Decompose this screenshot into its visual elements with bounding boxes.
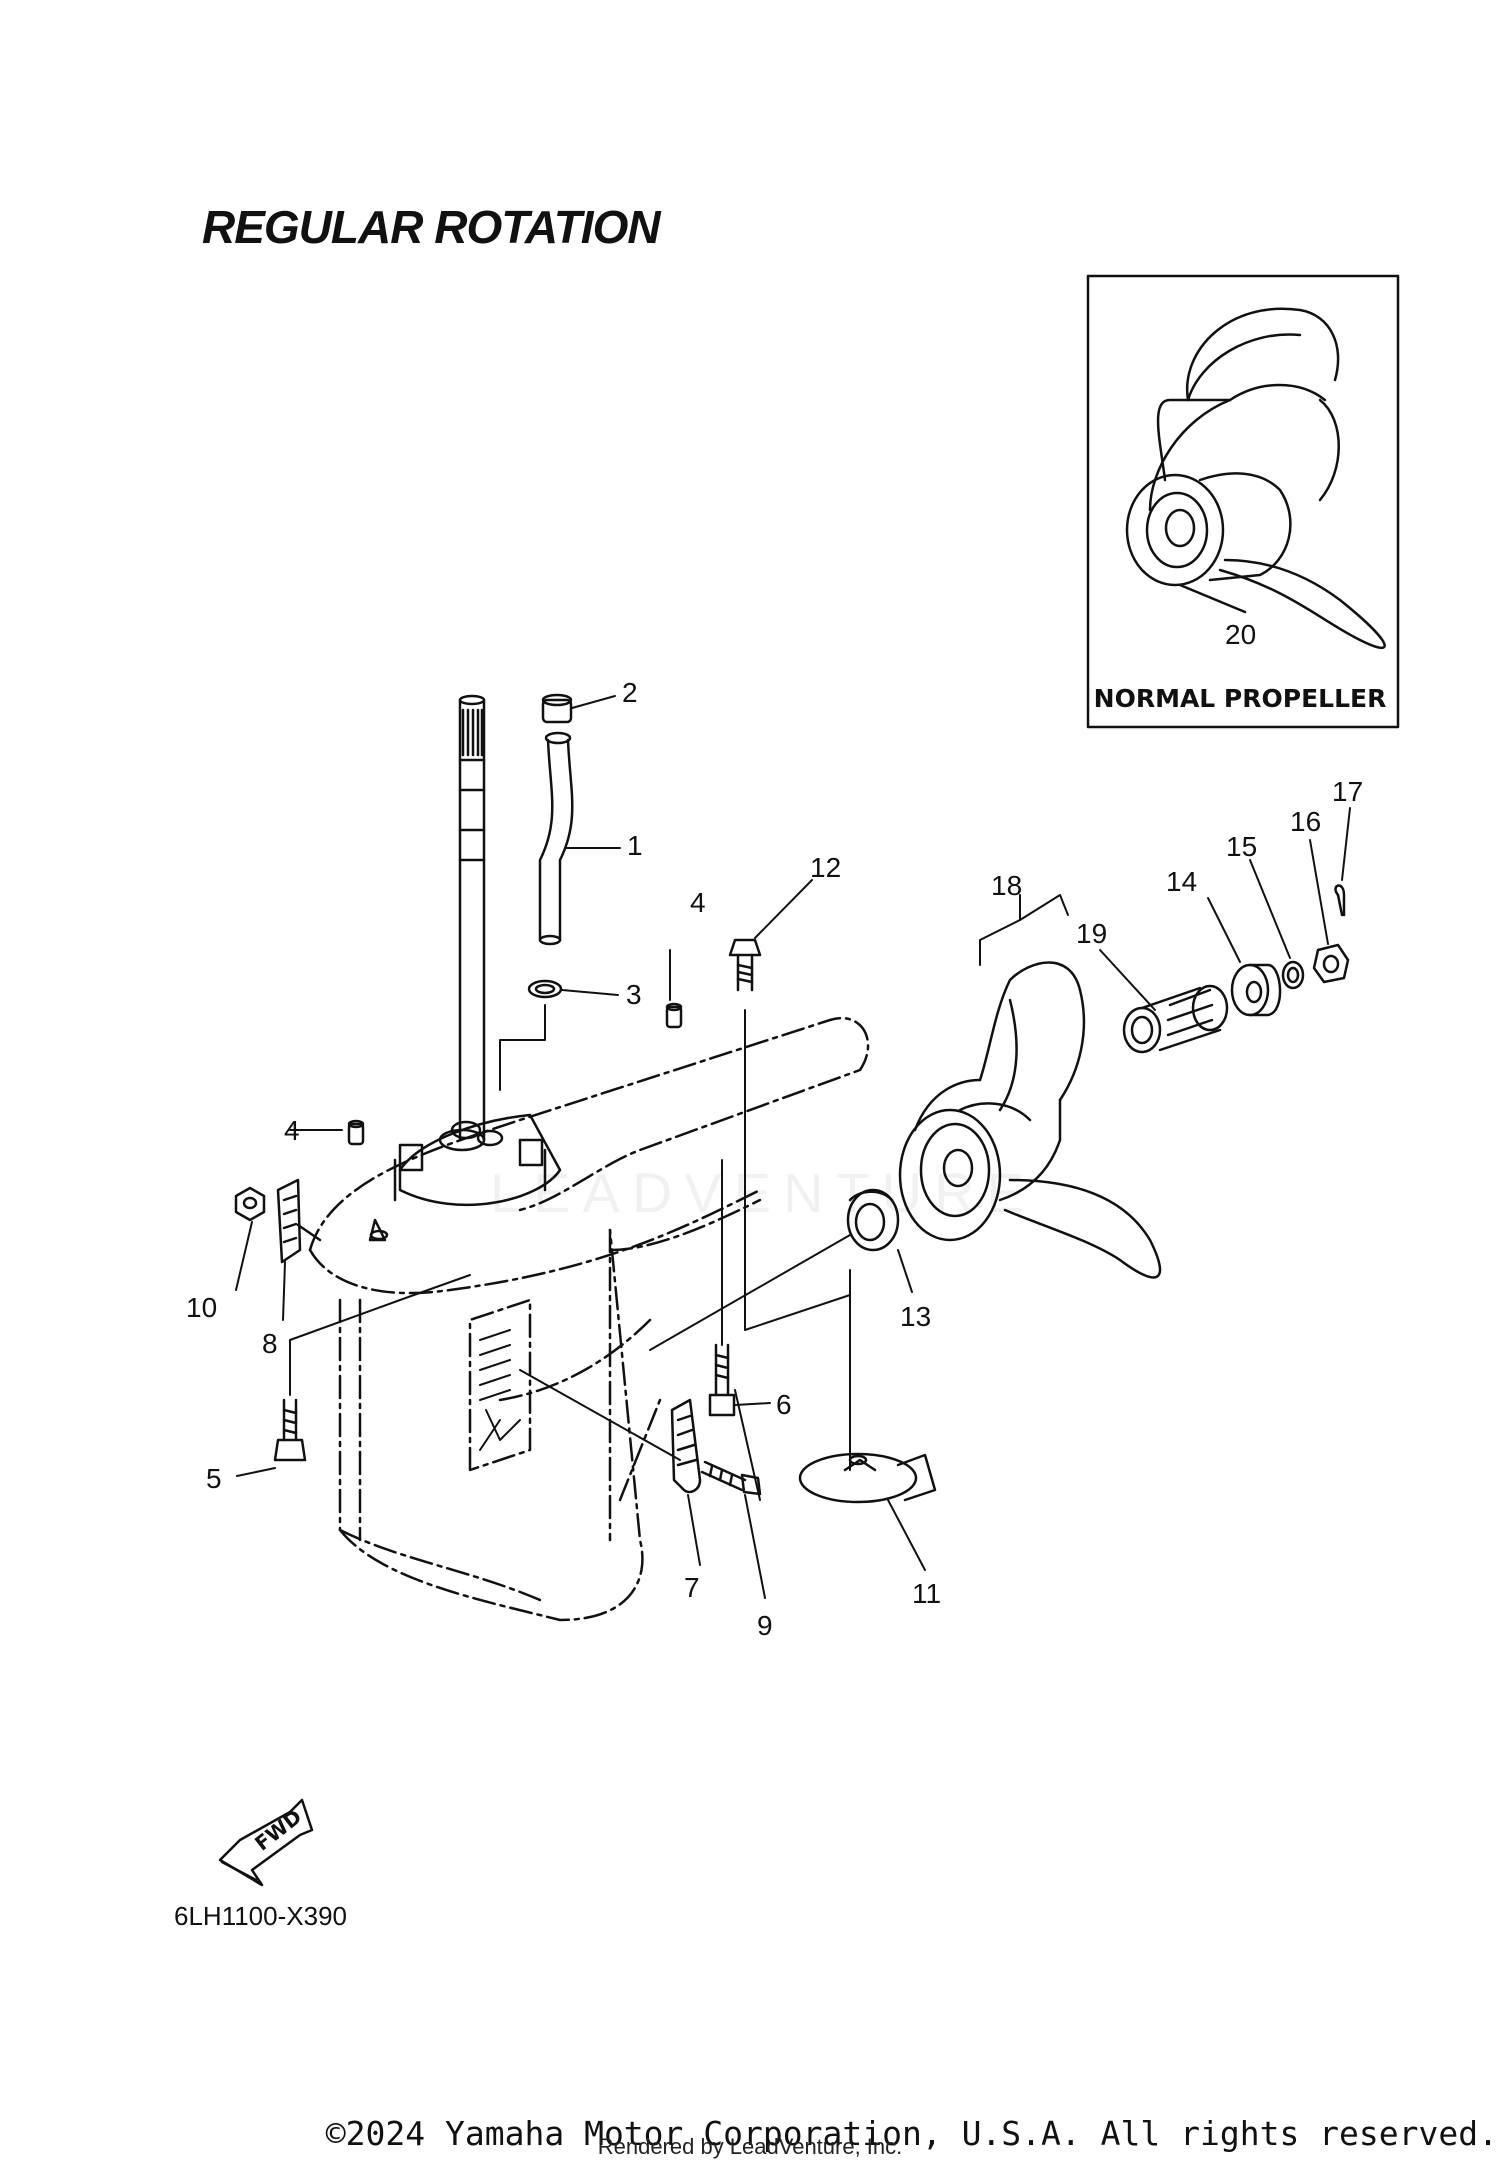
spacer-19-drawing xyxy=(1122,984,1229,1054)
callout-3[interactable]: 3 xyxy=(626,979,642,1010)
drive-shaft-drawing xyxy=(458,694,486,1142)
callout-5[interactable]: 5 xyxy=(206,1463,222,1494)
callout-6[interactable]: 6 xyxy=(776,1389,792,1420)
diagram-code: 6LH1100-X390 xyxy=(174,1901,347,1931)
callout-14[interactable]: 14 xyxy=(1166,866,1198,897)
top-plate-drawing xyxy=(368,1113,562,1242)
callout-10[interactable]: 10 xyxy=(186,1292,218,1323)
callout-9[interactable]: 9 xyxy=(757,1610,773,1641)
fwd-arrow-icon xyxy=(218,1798,314,1887)
callout-16[interactable]: 16 xyxy=(1290,806,1322,837)
water-tube-drawing xyxy=(527,693,574,999)
page-title: REGULAR ROTATION xyxy=(202,201,661,253)
bolt-12-drawing xyxy=(728,938,762,992)
cotter-pin-17-drawing xyxy=(1334,884,1346,917)
callout-18[interactable]: 18 xyxy=(991,870,1023,901)
callout-11[interactable]: 11 xyxy=(912,1578,942,1609)
bolt-5-drawing xyxy=(273,1398,307,1462)
callout-20[interactable]: 20 xyxy=(1225,619,1257,650)
callout-15[interactable]: 15 xyxy=(1226,831,1258,862)
callout-8[interactable]: 8 xyxy=(262,1328,278,1359)
callout-17[interactable]: 17 xyxy=(1332,776,1364,807)
trim-tab-8-drawing xyxy=(276,1178,322,1264)
callout-4-left[interactable]: 4 xyxy=(284,1115,300,1146)
inset-label: NORMAL PROPELLER xyxy=(1093,684,1387,713)
nut-10-drawing xyxy=(234,1186,266,1222)
leader-lines xyxy=(235,611,1351,1599)
callout-1[interactable]: 1 xyxy=(627,830,643,861)
dowel-pins xyxy=(347,1002,683,1146)
washer-15-drawing xyxy=(1281,960,1305,990)
watermark: LEADVENTURE xyxy=(490,1161,1036,1224)
assembly-lines xyxy=(289,1004,851,1501)
callout-13[interactable]: 13 xyxy=(900,1301,932,1332)
inset-frame xyxy=(1086,274,1400,729)
anode-plate-11-drawing xyxy=(798,1452,937,1504)
propeller-18-drawing xyxy=(898,961,1162,1279)
anode-7-drawing xyxy=(670,1398,702,1494)
washer-14-drawing xyxy=(1230,963,1282,1017)
rendered-by-notice: Rendered by LeadVenture, Inc. xyxy=(597,2134,903,2159)
callout-2[interactable]: 2 xyxy=(622,677,638,708)
copyright-notice: ©2024 Yamaha Motor Corporation, U.S.A. A… xyxy=(325,2114,1498,2153)
normal-propeller-drawing xyxy=(1125,307,1386,650)
callout-7[interactable]: 7 xyxy=(684,1572,700,1603)
bolt-9-drawing xyxy=(700,1460,762,1496)
hatch-marks xyxy=(479,1329,521,1451)
nut-16-drawing xyxy=(1312,943,1350,984)
thrust-washer-13-drawing xyxy=(846,1188,900,1252)
bolt-6-drawing xyxy=(708,1343,736,1417)
callout-4[interactable]: 4 xyxy=(690,887,706,918)
callout-12[interactable]: 12 xyxy=(810,852,842,883)
lower-case-drawing xyxy=(308,1016,870,1622)
callout-19[interactable]: 19 xyxy=(1076,918,1108,949)
